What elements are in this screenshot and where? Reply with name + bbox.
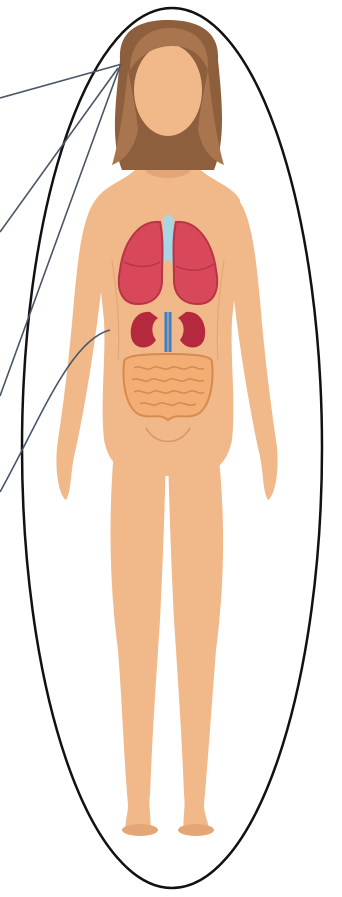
body: [56, 20, 277, 836]
right-foot: [178, 824, 214, 836]
callout-line-4: [0, 330, 110, 492]
left-leg: [111, 450, 166, 832]
face: [134, 44, 202, 136]
left-foot: [122, 824, 158, 836]
right-leg: [168, 450, 223, 832]
callout-line-1: [0, 64, 122, 98]
torso: [96, 165, 241, 476]
intestines: [124, 354, 213, 420]
